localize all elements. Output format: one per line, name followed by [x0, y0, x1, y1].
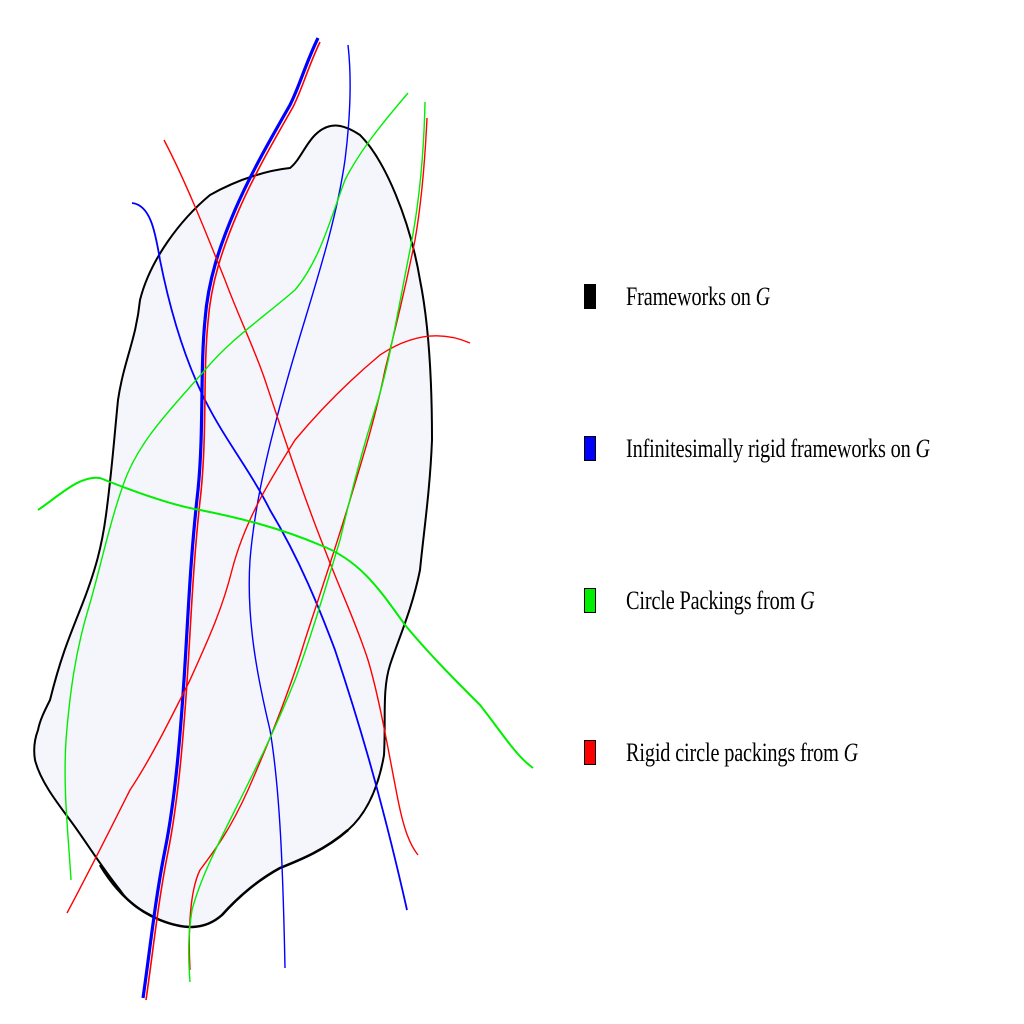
legend-label-circle-packings: Circle Packings from G	[626, 585, 815, 615]
green-curve-1	[37, 476, 534, 769]
legend-item-rigid-packings: Rigid circle packings from G	[584, 726, 1014, 779]
frameworks-region	[33, 124, 434, 928]
legend-item-infinitesimally-rigid: Infinitesimally rigid frameworks on G	[584, 422, 1014, 475]
legend-swatch-frameworks	[584, 284, 596, 309]
legend-label-infinitesimally-rigid: Infinitesimally rigid frameworks on G	[626, 433, 931, 463]
legend-item-frameworks: Frameworks on G	[584, 270, 1014, 323]
green-curve-3	[187, 101, 426, 983]
red-curve-1	[163, 139, 419, 856]
green-curve-2	[64, 92, 409, 881]
legend: Frameworks on G Infinitesimally rigid fr…	[584, 270, 1014, 779]
red-curve-3	[66, 335, 471, 914]
legend-label-rigid-packings: Rigid circle packings from G	[626, 737, 859, 767]
red-curve-2	[188, 117, 428, 971]
blue-curve-thick	[141, 37, 320, 999]
legend-label-frameworks: Frameworks on G	[626, 281, 771, 311]
red-curve-thick	[145, 41, 321, 1001]
frameworks-outline-bottom	[98, 829, 349, 929]
legend-swatch-rigid-packings	[584, 740, 596, 765]
legend-item-circle-packings: Circle Packings from G	[584, 574, 1014, 627]
legend-swatch-infinitesimally-rigid	[584, 436, 596, 461]
blue-curve-2	[248, 44, 351, 969]
legend-swatch-circle-packings	[584, 588, 596, 613]
